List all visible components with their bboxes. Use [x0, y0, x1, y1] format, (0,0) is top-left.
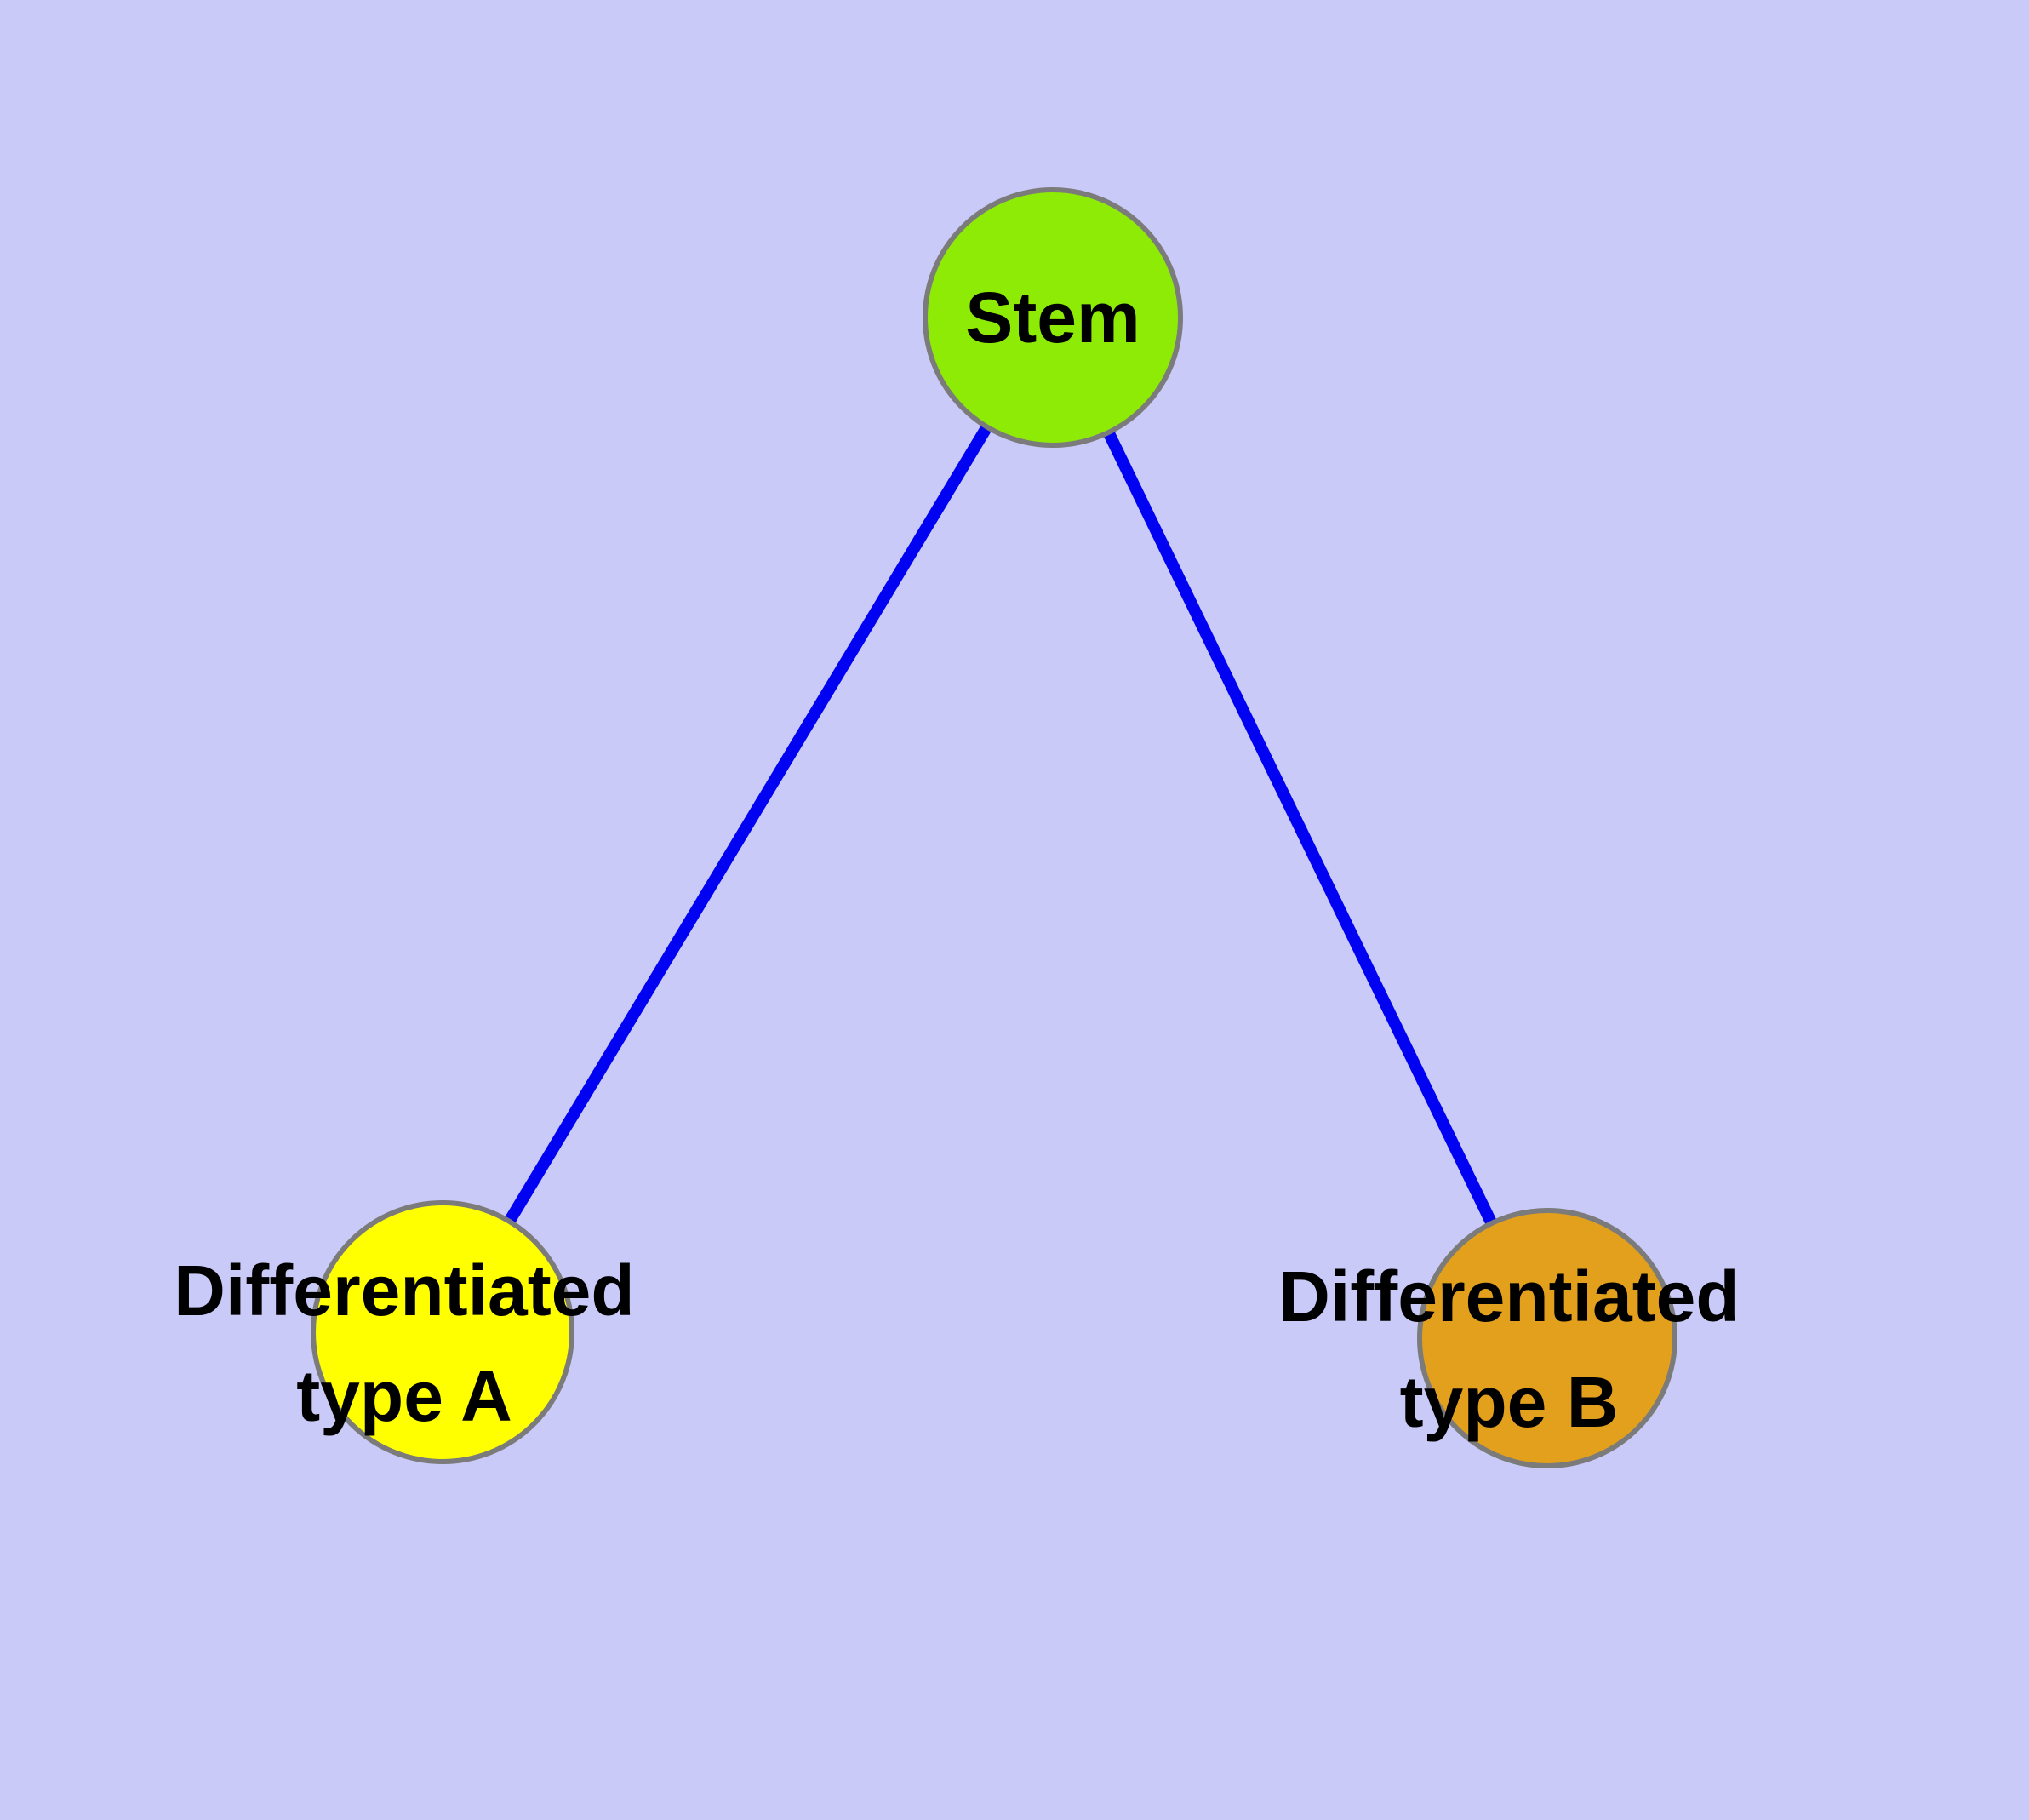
node-stem-label: Stem — [965, 278, 1140, 358]
node-differentiated-type-a-circle — [311, 1200, 574, 1464]
node-differentiated-type-b: Differentiated type B — [1278, 1208, 1740, 1468]
node-differentiated-type-b-label-line1: Differentiated — [1278, 1256, 1739, 1336]
edge-stem-to-type-b — [1047, 314, 1553, 1342]
edge-stem-to-type-a — [437, 314, 1058, 1336]
node-differentiated-type-a-label-line2: type A — [296, 1356, 512, 1436]
node-differentiated-type-a: Differentiated type A — [174, 1200, 635, 1464]
node-differentiated-type-a-label-line1: Differentiated — [174, 1251, 634, 1331]
node-stem: Stem — [923, 187, 1183, 448]
node-differentiated-type-b-circle — [1417, 1208, 1677, 1468]
node-differentiated-type-b-label-line2: type B — [1400, 1362, 1619, 1442]
node-stem-circle — [923, 187, 1183, 448]
